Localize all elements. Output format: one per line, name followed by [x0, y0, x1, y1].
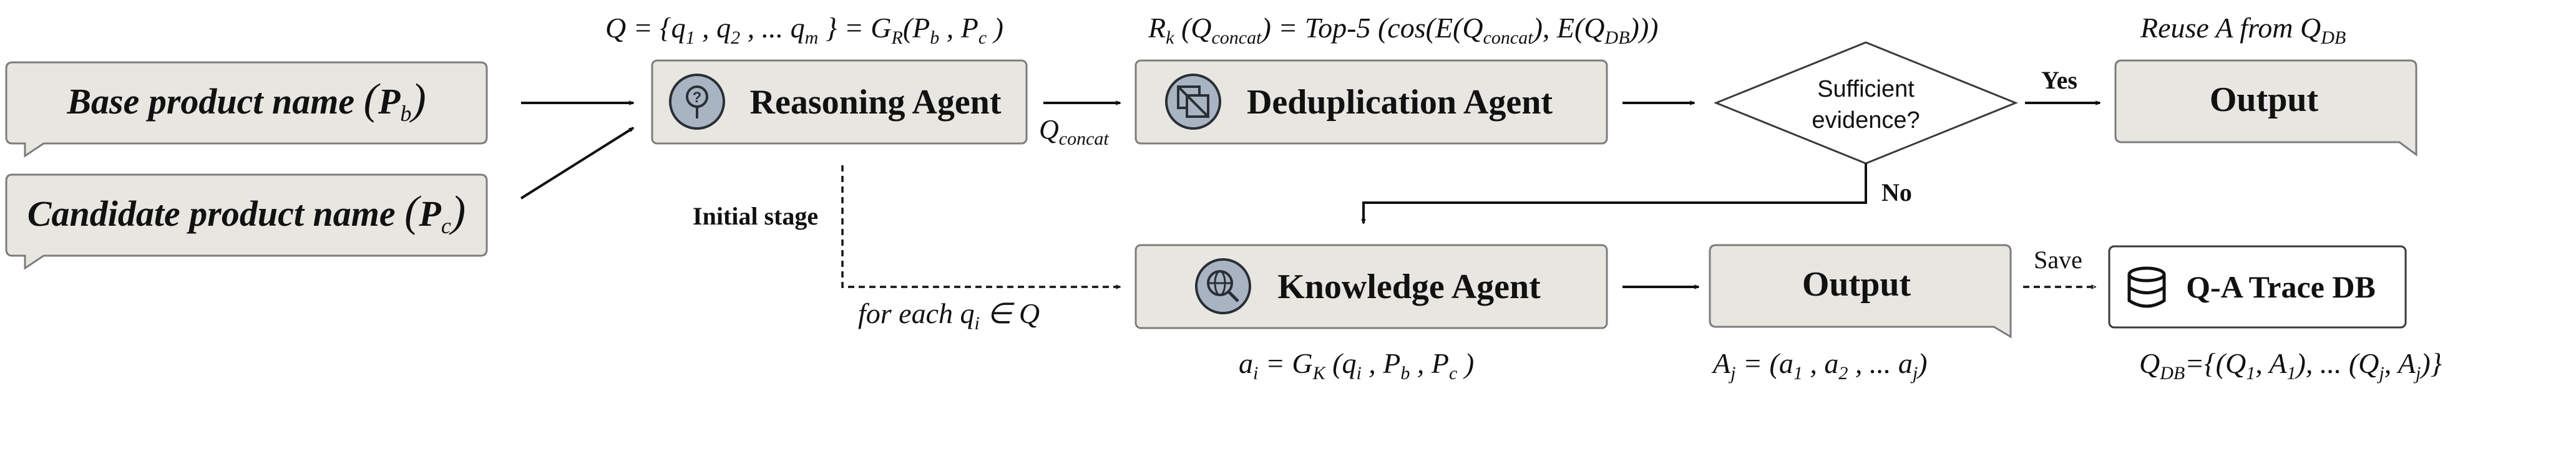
- db-formula: QDB={(Q1, A1), ... (Qj, Aj)}: [2139, 347, 2442, 384]
- reasoning-formula: Q = {q1 , q2 , ... qm } = GR(Pb , Pc ): [605, 12, 1003, 48]
- base-product-symbol: P: [378, 81, 401, 122]
- qa-trace-db-label: Q-A Trace DB: [2186, 269, 2376, 304]
- svg-text:Candidate product name (Pc): Candidate product name (Pc): [27, 188, 466, 238]
- initial-stage-arrow: [841, 165, 1120, 287]
- svg-text:?: ?: [693, 89, 702, 106]
- candidate-product-subscript: c: [441, 213, 451, 238]
- output-bottom-label: Output: [1802, 265, 1911, 304]
- svg-text:Base product name (Pb): Base product name (Pb): [66, 75, 426, 126]
- qconcat-label: Qconcat: [1039, 114, 1109, 149]
- knowledge-agent-label: Knowledge Agent: [1277, 268, 1541, 306]
- copy-icon: [1165, 74, 1221, 130]
- answers-formula: Aj = (a1 , a2 , ... aj): [1711, 347, 1927, 384]
- dedup-formula: Rk (Qconcat) = Top-5 (cos(E(Qconcat), E(…: [1148, 12, 1659, 48]
- decision-diamond: Sufficient evidence?: [1713, 41, 2019, 165]
- arrow-candidate-to-reasoning: [520, 127, 633, 200]
- initial-stage-label: Initial stage: [693, 202, 818, 230]
- output-top-label: Output: [2210, 80, 2319, 119]
- decision-line2: evidence?: [1812, 107, 1920, 133]
- decision-line1: Sufficient: [1817, 76, 1915, 102]
- candidate-product-label: Candidate product name: [27, 193, 404, 234]
- base-product-input: Base product name (Pb): [5, 61, 488, 158]
- output-bottom-box: Output: [1709, 244, 2012, 339]
- arrow-no: [1364, 163, 1867, 223]
- knowledge-agent-box: Knowledge Agent: [1134, 244, 1608, 329]
- qa-trace-db-box: Q-A Trace DB: [2108, 245, 2407, 329]
- for-each-label: for each qi ∈ Q: [858, 297, 1040, 334]
- deduplication-agent-label: Deduplication Agent: [1247, 83, 1553, 122]
- database-icon: [2127, 266, 2166, 308]
- globe-search-icon: [1195, 258, 1251, 314]
- no-label: No: [1881, 178, 1912, 206]
- save-label: Save: [2034, 246, 2082, 274]
- candidate-product-input: Candidate product name (Pc): [5, 173, 488, 270]
- question-icon: ?: [669, 74, 725, 130]
- base-product-label: Base product name: [66, 81, 363, 122]
- reasoning-agent-label: Reasoning Agent: [750, 83, 1002, 122]
- base-product-subscript: b: [400, 101, 411, 126]
- reasoning-agent-box: ? Reasoning Agent: [651, 59, 1028, 145]
- reuse-formula: Reuse A from QDB: [2140, 12, 2346, 48]
- knowledge-formula: ai = GK (qi , Pb , Pc ): [1239, 347, 1474, 384]
- deduplication-agent-box: Deduplication Agent: [1134, 59, 1608, 145]
- candidate-product-symbol: P: [418, 193, 441, 234]
- output-top-box: Output: [2114, 59, 2417, 157]
- yes-label: Yes: [2041, 66, 2077, 94]
